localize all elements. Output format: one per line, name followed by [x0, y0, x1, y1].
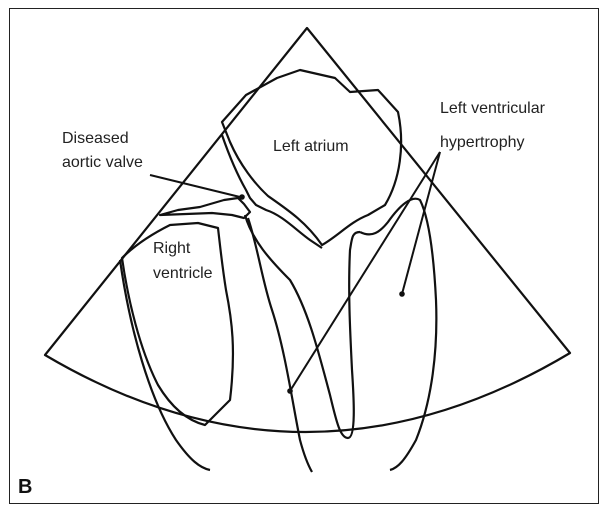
- dot-lvh-1: [287, 388, 293, 394]
- rv-free-wall: [120, 260, 210, 470]
- septum-inner: [248, 218, 312, 472]
- aortic-valve-leaflets: [160, 198, 250, 218]
- label-hypertrophy: hypertrophy: [440, 132, 525, 153]
- leader-aortic-valve: [150, 175, 240, 197]
- sector-outline: [45, 28, 570, 432]
- label-left-ventricular: Left ventricular: [440, 98, 545, 119]
- label-aortic-valve: aortic valve: [62, 152, 143, 173]
- panel-letter: B: [18, 476, 32, 499]
- leader-lvh-1: [290, 152, 440, 391]
- dot-aortic-valve: [239, 194, 245, 200]
- label-right: Right: [153, 238, 190, 259]
- label-diseased: Diseased: [62, 128, 129, 149]
- septum-outer: [245, 215, 360, 438]
- dot-lvh-2: [399, 291, 405, 297]
- left-ventricle-outer-wall: [360, 199, 436, 470]
- label-left-atrium: Left atrium: [273, 136, 349, 157]
- label-ventricle: ventricle: [153, 263, 213, 284]
